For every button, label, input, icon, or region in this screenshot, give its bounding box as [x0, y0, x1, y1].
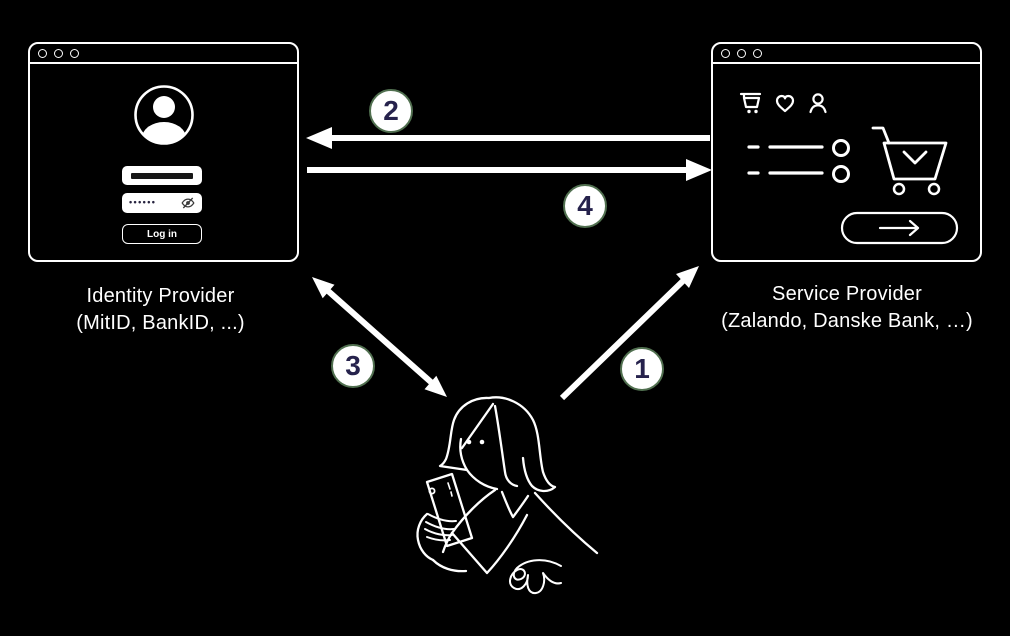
smartphone	[425, 472, 474, 548]
service-provider-subtitle: (Zalando, Danske Bank, …)	[721, 310, 973, 332]
step-badge-3: 3	[331, 344, 375, 388]
continue-button[interactable]	[840, 211, 959, 245]
window-control-icon	[721, 48, 730, 58]
identity-provider-subtitle: (MitID, BankID, ...)	[76, 312, 245, 334]
window-control-icon	[38, 48, 47, 58]
hand-scribble	[509, 559, 562, 595]
service-provider-caption: Service Provider (Zalando, Danske Bank, …	[690, 281, 1004, 335]
product-list-row	[747, 165, 850, 183]
login-button[interactable]: Log in	[122, 224, 202, 244]
cart-checkout-icon	[871, 126, 948, 196]
avatar-icon	[133, 84, 195, 151]
window-control-icon	[54, 48, 63, 58]
window-titlebar	[713, 44, 980, 64]
username-text-bar	[131, 173, 193, 179]
step-badge-1: 1	[620, 347, 664, 391]
username-field[interactable]	[122, 166, 202, 185]
arrow-step-1	[559, 266, 699, 401]
arrow-step-4	[307, 159, 712, 181]
service-provider-window	[711, 42, 982, 262]
user-icon[interactable]	[809, 93, 827, 114]
identity-provider-title: Identity Provider	[86, 285, 235, 307]
cart-icon[interactable]	[739, 92, 762, 114]
window-control-icon	[70, 48, 79, 58]
identity-provider-caption: Identity Provider (MitID, BankID, ...)	[18, 283, 303, 337]
eye-slash-icon[interactable]	[181, 197, 195, 209]
step-badge-4: 4	[563, 184, 607, 228]
password-field[interactable]: ••••••	[122, 193, 202, 213]
window-titlebar	[30, 44, 297, 64]
heart-icon[interactable]	[775, 94, 795, 113]
window-control-icon	[753, 48, 762, 58]
identity-provider-window: •••••• Log in	[28, 42, 299, 262]
arrow-step-2	[306, 127, 710, 149]
login-button-label: Log in	[147, 228, 177, 240]
arrow-step-3	[312, 277, 447, 397]
person-with-phone-illustration	[416, 396, 599, 595]
password-dots: ••••••	[129, 196, 157, 207]
product-list-row	[747, 139, 850, 157]
service-provider-title: Service Provider	[772, 283, 922, 305]
right-arrow-icon	[878, 219, 920, 237]
window-control-icon	[737, 48, 746, 58]
step-badge-2: 2	[369, 89, 413, 133]
